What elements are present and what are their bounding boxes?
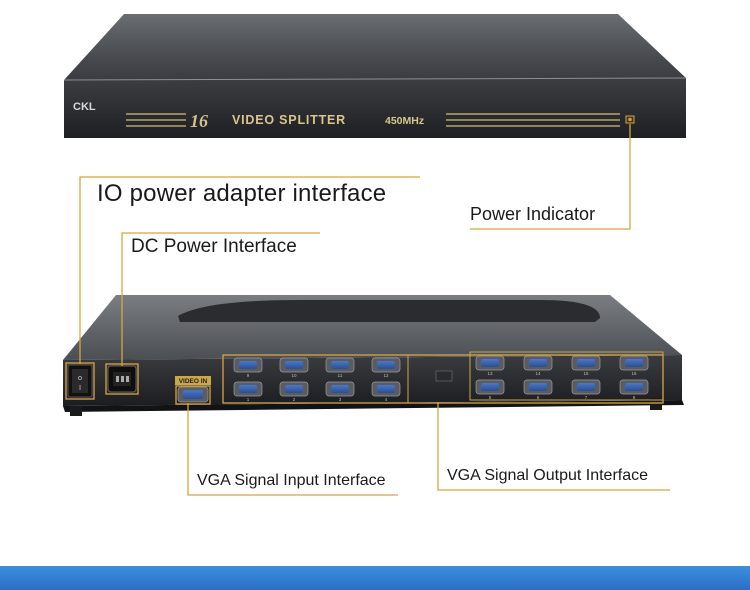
vga-output-port-top-7: 15 (571, 355, 601, 376)
vga-output-port-bottom-4: 4 (371, 381, 401, 402)
callout-line-io-power (79, 176, 420, 364)
port-number-label: 5 (489, 395, 492, 400)
callout-line-power-indicator (470, 124, 631, 230)
vga-output-port-bottom-7: 7 (571, 379, 601, 400)
vga-output-port-top-1: 9 (233, 357, 263, 378)
vga-output-port-bottom-2: 2 (279, 381, 309, 402)
vga-output-port-bottom-1: 1 (233, 381, 263, 402)
product-name: VIDEO SPLITTER (232, 113, 346, 127)
callout-lines (79, 124, 670, 496)
vga-output-port-top-4: 12 (371, 357, 401, 378)
vga-output-port-top-2: 10 (279, 357, 309, 378)
vga-input-highlight (175, 385, 211, 405)
io-power-switch: o I (67, 364, 93, 398)
port-number-label: 11 (338, 373, 343, 378)
callout-dc-power: DC Power Interface (131, 236, 297, 257)
callout-io-power-adapter: IO power adapter interface (97, 180, 387, 207)
callout-vga-output: VGA Signal Output Interface (447, 467, 649, 484)
callout-power-indicator: Power Indicator (470, 204, 596, 224)
vga-output-port-bottom-5: 5 (475, 379, 505, 400)
callout-vga-input: VGA Signal Input Interface (197, 472, 386, 489)
port-number-label: 2 (293, 397, 296, 402)
vga-input-port: VIDEO IN (175, 376, 211, 403)
port-number-label: 14 (535, 371, 541, 376)
front-unit: CKL 16 VIDEO SPLITTER 450MHz (63, 14, 687, 138)
frequency-label: 450MHz (385, 115, 424, 127)
port-number-label: 7 (585, 395, 588, 400)
vga-output-port-bottom-6: 6 (523, 379, 553, 400)
port-number-label: 9 (247, 373, 250, 378)
callout-line-vga-input (187, 403, 398, 496)
port-number-label: 13 (487, 371, 493, 376)
port-number-label: 15 (583, 371, 589, 376)
port-number-label: 4 (385, 397, 388, 402)
footer-bar (0, 566, 750, 590)
vga-output-port-bottom-3: 3 (325, 381, 355, 402)
vga-output-port-top-3: 11 (325, 357, 355, 378)
port-number-label: 12 (383, 373, 389, 378)
svg-text:o: o (78, 374, 82, 382)
vga-output-port-top-8: 16 (619, 355, 649, 376)
svg-text:I: I (79, 384, 81, 392)
callout-line-dc-power (121, 232, 320, 366)
port-number-label: 1 (247, 397, 250, 402)
callout-line-vga-output (437, 402, 670, 491)
dc-power-socket (107, 365, 137, 393)
vga-output-highlight (222, 354, 664, 404)
port-number-label: 10 (291, 373, 297, 378)
port-number-label: 8 (633, 395, 636, 400)
port-number-label: 6 (537, 395, 540, 400)
vga-output-port-bottom-8: 8 (619, 379, 649, 400)
port-number-label: 3 (339, 397, 342, 402)
model-number: 16 (190, 111, 208, 131)
vga-output-port-top-5: 13 (475, 355, 505, 376)
io-switch-highlight (65, 362, 95, 400)
dc-socket-highlight (105, 363, 139, 395)
vga-output-port-top-6: 14 (523, 355, 553, 376)
brand-logo: CKL (73, 101, 96, 113)
port-number-label: 16 (631, 371, 637, 376)
video-in-tag: VIDEO IN (179, 378, 208, 385)
